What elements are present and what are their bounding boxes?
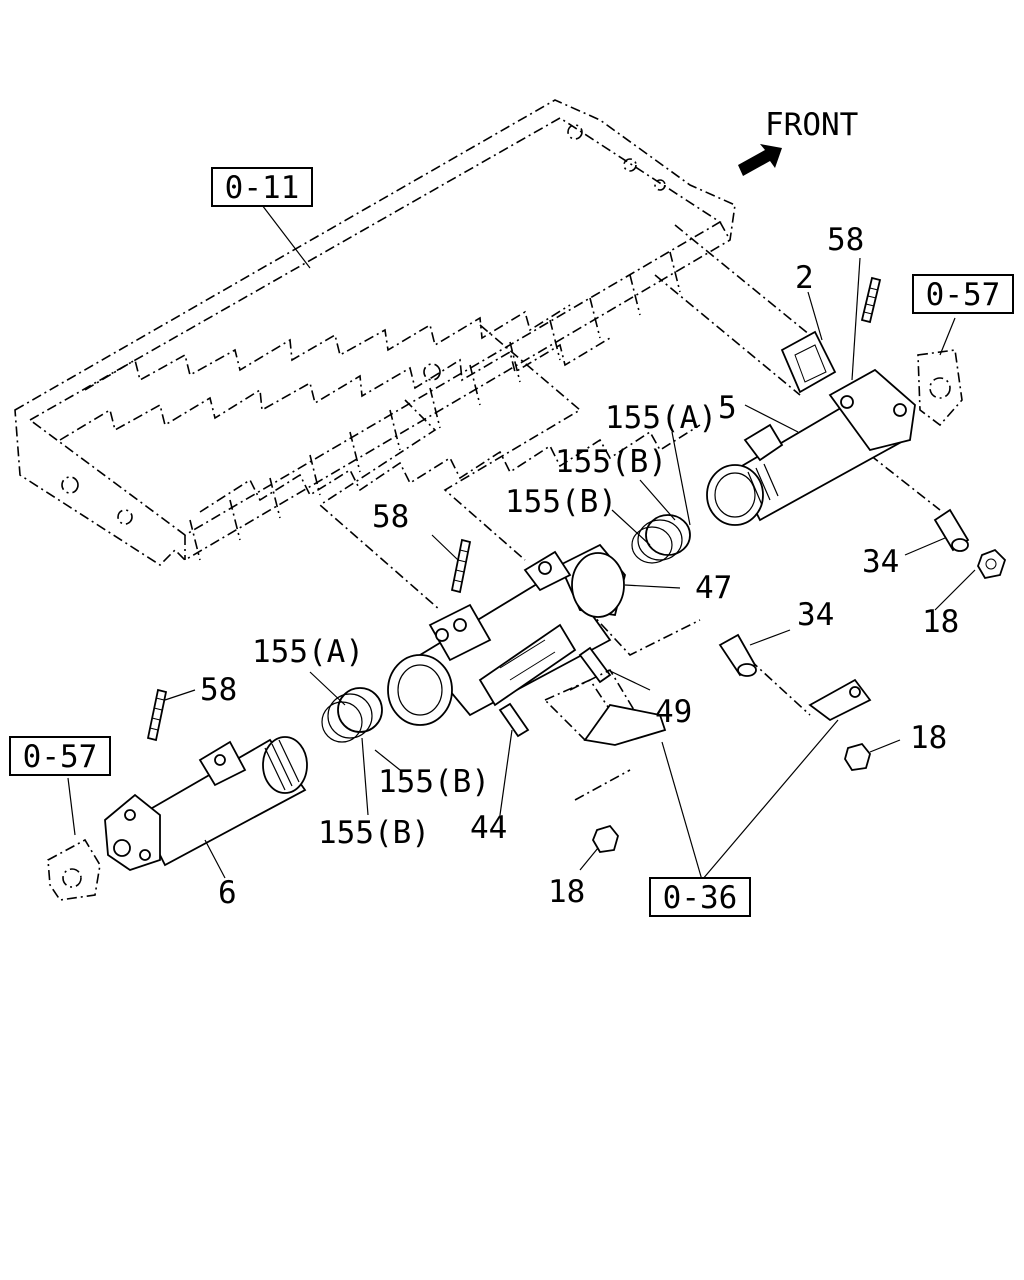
- o-rings-right: [631, 514, 691, 564]
- stud-49: [578, 646, 612, 684]
- spacer-34-center: [718, 633, 757, 677]
- label-155a-right: 155(A): [605, 400, 717, 436]
- center-pipe: [387, 543, 626, 726]
- ref-box-0-57-left: 0-57: [9, 736, 111, 776]
- svg-text:0-57: 0-57: [926, 277, 1001, 313]
- svg-text:0-11: 0-11: [225, 170, 300, 206]
- nut-18-right: [977, 548, 1007, 580]
- label-44: 44: [470, 810, 507, 846]
- gasket-2: [780, 330, 837, 394]
- label-155b-left-1: 155(B): [378, 764, 490, 800]
- label-49: 49: [655, 694, 692, 730]
- left-pipe: [104, 736, 308, 871]
- label-34-center: 34: [797, 597, 834, 633]
- stud-58-center: [450, 538, 472, 594]
- stud-58-left: [146, 688, 168, 742]
- leader-lines: [67, 204, 976, 881]
- svg-text:0-36: 0-36: [663, 880, 738, 916]
- gasket-0-57-right: [917, 349, 963, 427]
- front-arrow: [738, 144, 782, 176]
- nut-18-center: [844, 742, 871, 771]
- label-58-right: 58: [827, 222, 864, 258]
- front-label: FRONT: [765, 107, 858, 143]
- label-155b-right-2: 155(B): [505, 484, 617, 520]
- cylinder-head: [14, 99, 736, 567]
- gasket-0-57-left: [47, 838, 101, 901]
- right-pipe: [706, 368, 916, 526]
- label-58-center: 58: [372, 499, 409, 535]
- label-155a-left: 155(A): [252, 634, 364, 670]
- label-34-right: 34: [862, 544, 899, 580]
- label-18-right: 18: [922, 604, 959, 640]
- label-6: 6: [218, 875, 237, 911]
- label-155b-left-2: 155(B): [318, 815, 430, 851]
- spacer-34-right: [933, 508, 970, 552]
- label-18-bottom: 18: [548, 874, 585, 910]
- label-5: 5: [718, 390, 737, 426]
- label-47: 47: [695, 570, 732, 606]
- bracket-0-36: [543, 668, 872, 746]
- stud-58-right: [860, 276, 882, 324]
- svg-text:0-57: 0-57: [23, 739, 98, 775]
- label-58-left: 58: [200, 672, 237, 708]
- ref-box-0-11: 0-11: [211, 167, 313, 207]
- ref-box-0-36: 0-36: [649, 877, 751, 917]
- stud-44: [498, 702, 530, 738]
- nut-18-bottom: [592, 824, 619, 853]
- label-2: 2: [795, 260, 814, 296]
- ref-box-0-57-right: 0-57: [912, 274, 1014, 314]
- o-rings-left: [321, 687, 383, 743]
- label-155b-right-1: 155(B): [555, 444, 667, 480]
- label-18-center: 18: [910, 720, 947, 756]
